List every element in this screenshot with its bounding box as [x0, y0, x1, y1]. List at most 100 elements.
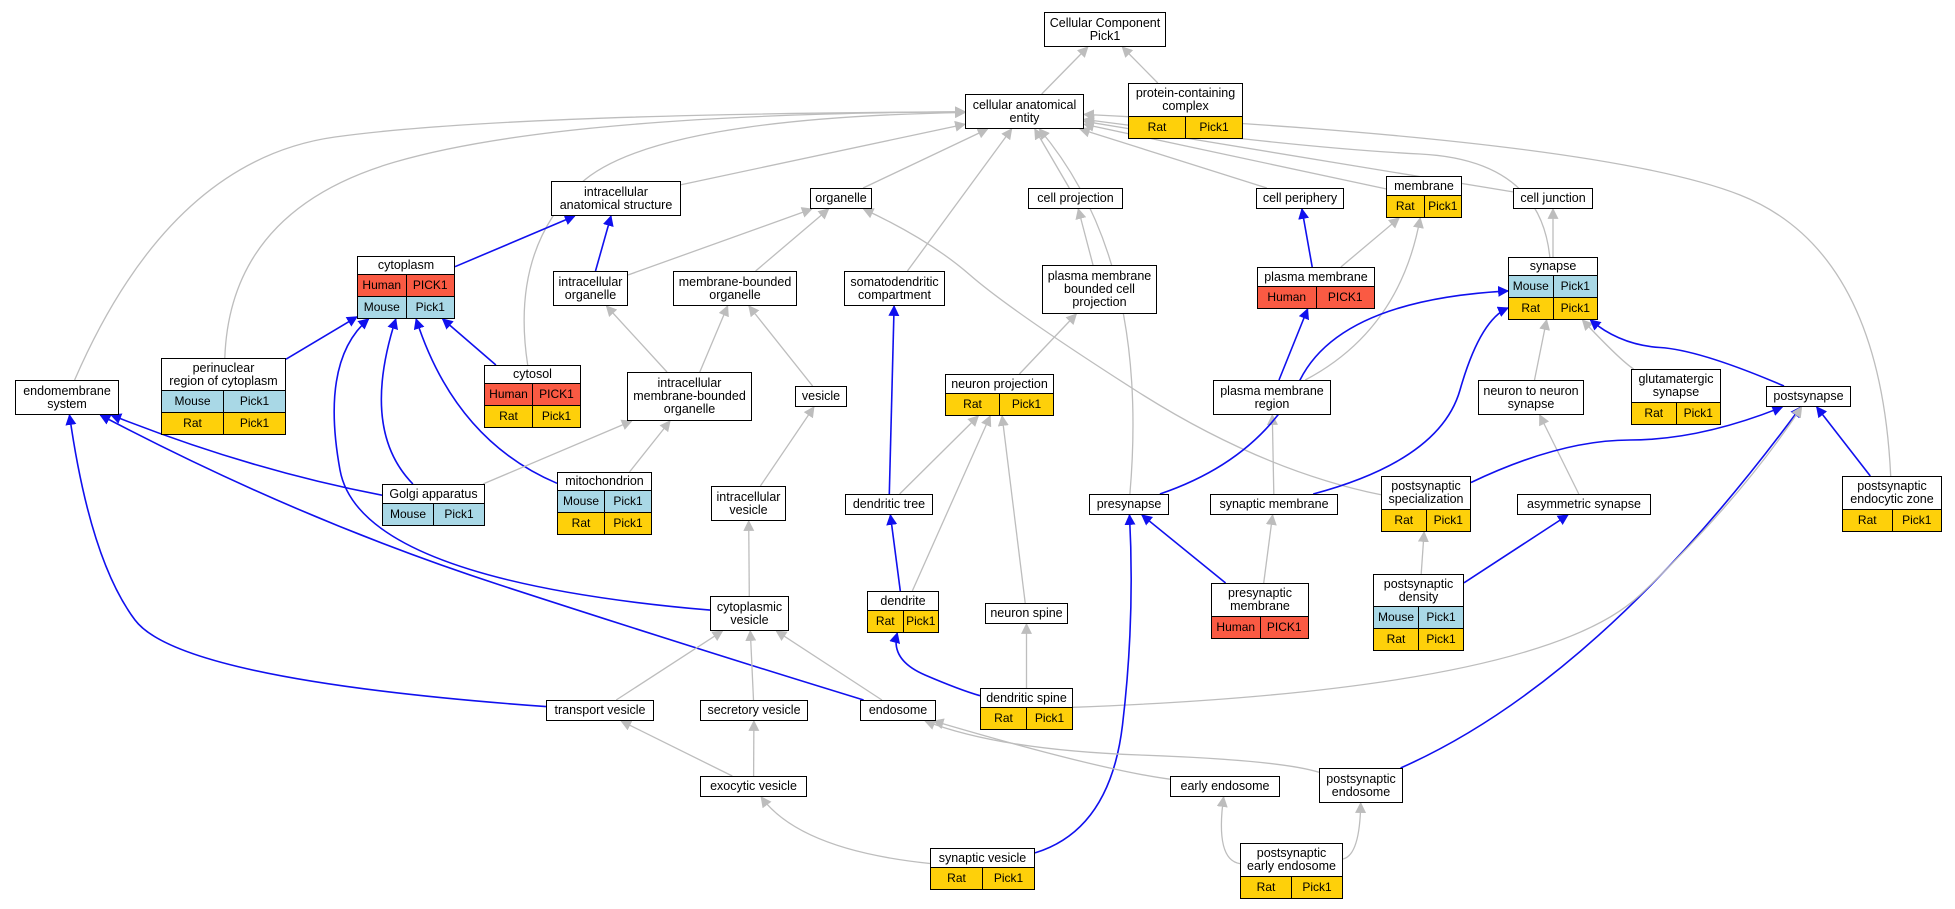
- term-node-neuron-spine[interactable]: neuron spine: [985, 603, 1068, 624]
- species-label: Rat: [1394, 513, 1414, 527]
- term-node-postsynaptic-endosome[interactable]: postsynaptic endosome: [1319, 768, 1403, 803]
- gene-label: Pick1: [902, 611, 939, 632]
- term-node-secretory-vesicle[interactable]: secretory vesicle: [700, 700, 808, 721]
- is-a-edge-postsynaptic-early-endosome-to-postsynaptic-endosome: [1342, 801, 1367, 860]
- gene-label: Pick1: [1425, 510, 1471, 531]
- is-a-edge-cytoplasmic-vesicle-to-intracellular-vesicle: [743, 519, 755, 597]
- term-node-somatodendritic-compartment[interactable]: somatodendritic compartment: [844, 271, 945, 306]
- term-node-cellular-component[interactable]: Cellular Component Pick1: [1044, 12, 1166, 47]
- is-a-edge-endomembrane-system-to-cellular-anatomical-entity: [74, 106, 967, 381]
- term-label: intracellular organelle: [558, 274, 623, 302]
- gene-label: PICK1: [532, 384, 580, 405]
- term-label: synaptic vesicle: [938, 850, 1027, 865]
- term-node-cytoplasmic-vesicle[interactable]: cytoplasmic vesicle: [710, 596, 789, 631]
- term-node-endomembrane-system[interactable]: endomembrane system: [15, 380, 119, 415]
- term-label: postsynaptic density: [1383, 576, 1454, 604]
- gene-label: Pick1: [532, 406, 580, 427]
- term-node-postsynapse[interactable]: postsynapse: [1766, 386, 1851, 407]
- term-node-dendritic-tree[interactable]: dendritic tree: [845, 494, 933, 515]
- term-node-asymmetric-synapse[interactable]: asymmetric synapse: [1517, 494, 1651, 515]
- term-label: presynaptic membrane: [1228, 586, 1292, 613]
- species-label: Mouse: [562, 494, 600, 508]
- is-a-edge-cell-periphery-to-cellular-anatomical-entity: [1078, 126, 1267, 189]
- gene-label: Pick1: [1026, 708, 1072, 729]
- is-a-edge-protein-containing-complex-to-cellular-component: [1121, 46, 1159, 84]
- species-label: Rat: [1644, 406, 1664, 420]
- term-node-presynapse[interactable]: presynapse: [1089, 494, 1169, 515]
- term-node-intracellular-vesicle[interactable]: intracellular vesicle: [711, 486, 786, 521]
- term-node-organelle[interactable]: organelle: [810, 188, 872, 209]
- is-a-edge-membrane-bounded-organelle-to-organelle: [755, 208, 830, 272]
- gene-label: Pick1: [604, 513, 651, 534]
- is-a-edge-mitochondrion-to-intracellular-membrane-bounded-organelle: [628, 420, 671, 473]
- term-node-early-endosome[interactable]: early endosome: [1170, 776, 1280, 797]
- is-a-edge-glutamatergic-synapse-to-synapse: [1581, 319, 1634, 370]
- is-a-edge-early-endosome-to-endosome: [932, 718, 1171, 780]
- term-node-intracellular-organelle[interactable]: intracellular organelle: [553, 271, 628, 306]
- term-label: neuron projection: [951, 376, 1048, 391]
- term-label: Golgi apparatus: [389, 486, 478, 501]
- term-node-vesicle[interactable]: vesicle: [795, 386, 847, 407]
- term-node-endosome[interactable]: endosome: [860, 700, 936, 721]
- term-node-cell-junction[interactable]: cell junction: [1513, 188, 1593, 209]
- term-node-exocytic-vesicle[interactable]: exocytic vesicle: [700, 776, 807, 797]
- term-node-intracellular-anatomical-structure[interactable]: intracellular anatomical structure: [551, 181, 681, 216]
- part-of-edge-cytoplasm-to-intracellular-anatomical-structure: [454, 214, 576, 268]
- part-of-edge-perinuclear-region-of-cytoplasm-to-cytoplasm: [285, 316, 358, 360]
- term-node-plasma-membrane-region[interactable]: plasma membrane region: [1213, 380, 1331, 415]
- species-label: Human: [489, 387, 528, 401]
- term-label: plasma membrane bounded cell projection: [1047, 269, 1152, 309]
- term-label: postsynaptic early endosome: [1247, 846, 1336, 873]
- term-node-synaptic-membrane[interactable]: synaptic membrane: [1210, 494, 1338, 515]
- term-node-neuron-to-neuron-synapse[interactable]: neuron to neuron synapse: [1478, 380, 1584, 415]
- gene-label: Pick1: [604, 491, 651, 512]
- term-label: neuron spine: [990, 606, 1063, 620]
- part-of-edge-postsynaptic-endocytic-zone-to-postsynapse: [1816, 406, 1871, 477]
- is-a-edge-neuron-spine-to-neuron-projection: [997, 414, 1026, 604]
- part-of-edge-synaptic-membrane-to-synapse: [1312, 306, 1510, 495]
- gene-label: Pick1: [405, 297, 455, 318]
- is-a-edge-synaptic-vesicle-to-exocytic-vesicle: [760, 796, 931, 865]
- is-a-edge-endosome-to-cytoplasmic-vesicle: [775, 630, 883, 701]
- term-node-cell-periphery[interactable]: cell periphery: [1256, 188, 1344, 209]
- term-node-transport-vesicle[interactable]: transport vesicle: [546, 700, 654, 721]
- term-node-plasma-membrane-bounded-cell-projection[interactable]: plasma membrane bounded cell projection: [1042, 265, 1157, 314]
- gene-label: Pick1: [1185, 117, 1242, 138]
- term-node-cellular-anatomical-entity[interactable]: cellular anatomical entity: [965, 94, 1084, 129]
- gene-label: Pick1: [433, 504, 484, 525]
- term-label: dendritic spine: [986, 690, 1067, 705]
- term-node-cell-projection[interactable]: cell projection: [1028, 188, 1123, 209]
- term-label: synapse: [1529, 259, 1577, 273]
- gene-label: Pick1: [223, 413, 285, 434]
- term-node-membrane-bounded-organelle[interactable]: membrane-bounded organelle: [673, 271, 797, 306]
- term-node-intracellular-membrane-bounded-organelle[interactable]: intracellular membrane-bounded organelle: [627, 372, 752, 421]
- annotation-row: Human PICK1: [485, 383, 580, 405]
- is-a-edge-postsynaptic-endocytic-zone-to-cellular-anatomical-entity: [1082, 109, 1892, 477]
